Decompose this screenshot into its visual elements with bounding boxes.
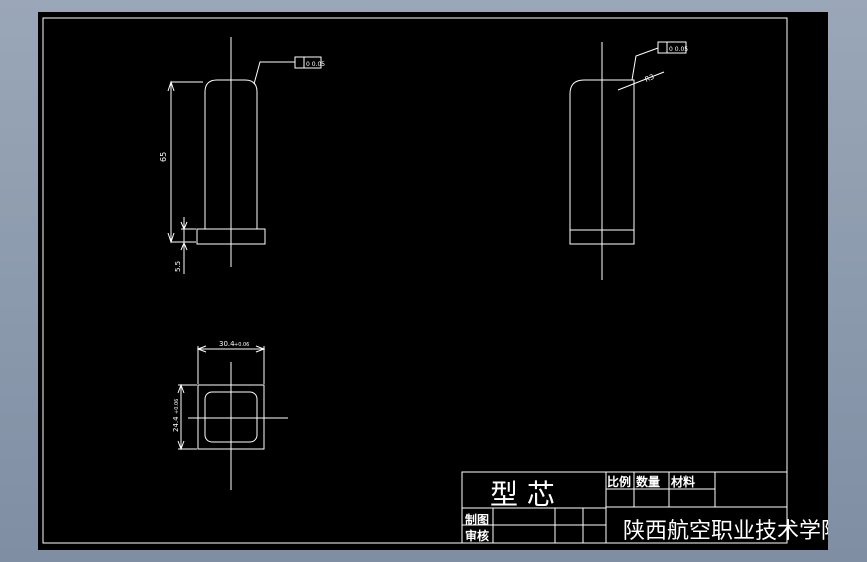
top-width-tol: +0.06	[234, 342, 249, 348]
material-label: 材料	[670, 474, 695, 489]
front-height-dim: 65	[159, 152, 168, 162]
part-name: 型 芯	[490, 478, 555, 511]
top-width-dim: 30.4	[219, 340, 235, 348]
institution-name: 陕西航空职业技术学院	[623, 519, 828, 544]
top-depth-tol: +0.06	[174, 399, 180, 414]
top-inner-outline	[204, 391, 258, 443]
side-core-base	[569, 229, 635, 245]
front-base-dim: 5.5	[174, 261, 182, 272]
side-tolerance-text: 0 0.05	[669, 46, 688, 53]
side-view: R3 0 0.05	[569, 41, 688, 280]
title-block	[461, 471, 788, 544]
checked-by-label: 审核	[465, 528, 489, 543]
drawing-border	[42, 17, 788, 544]
front-view: 65 5.5 0 0.05	[159, 37, 325, 274]
top-depth-dim: 24.4	[172, 416, 180, 432]
front-core-outline	[204, 79, 258, 229]
drawing-canvas: 65 5.5 0 0.05 R3 0 0.05	[42, 17, 828, 544]
front-tolerance-text: 0 0.05	[306, 61, 325, 68]
front-core-base	[196, 228, 266, 245]
cad-viewport[interactable]: 65 5.5 0 0.05 R3 0 0.05	[38, 12, 828, 550]
side-core-outline	[569, 79, 635, 230]
side-tolerance-frame	[657, 41, 687, 54]
quantity-label: 数量	[636, 474, 660, 489]
scale-label: 比例	[607, 474, 631, 489]
top-outer-outline	[197, 384, 265, 450]
side-radius-dim: R3	[644, 73, 656, 84]
front-tolerance-frame	[294, 56, 322, 69]
drawn-by-label: 制图	[465, 512, 489, 527]
top-view: 30.4 +0.06 24.4 +0.06	[172, 340, 288, 490]
